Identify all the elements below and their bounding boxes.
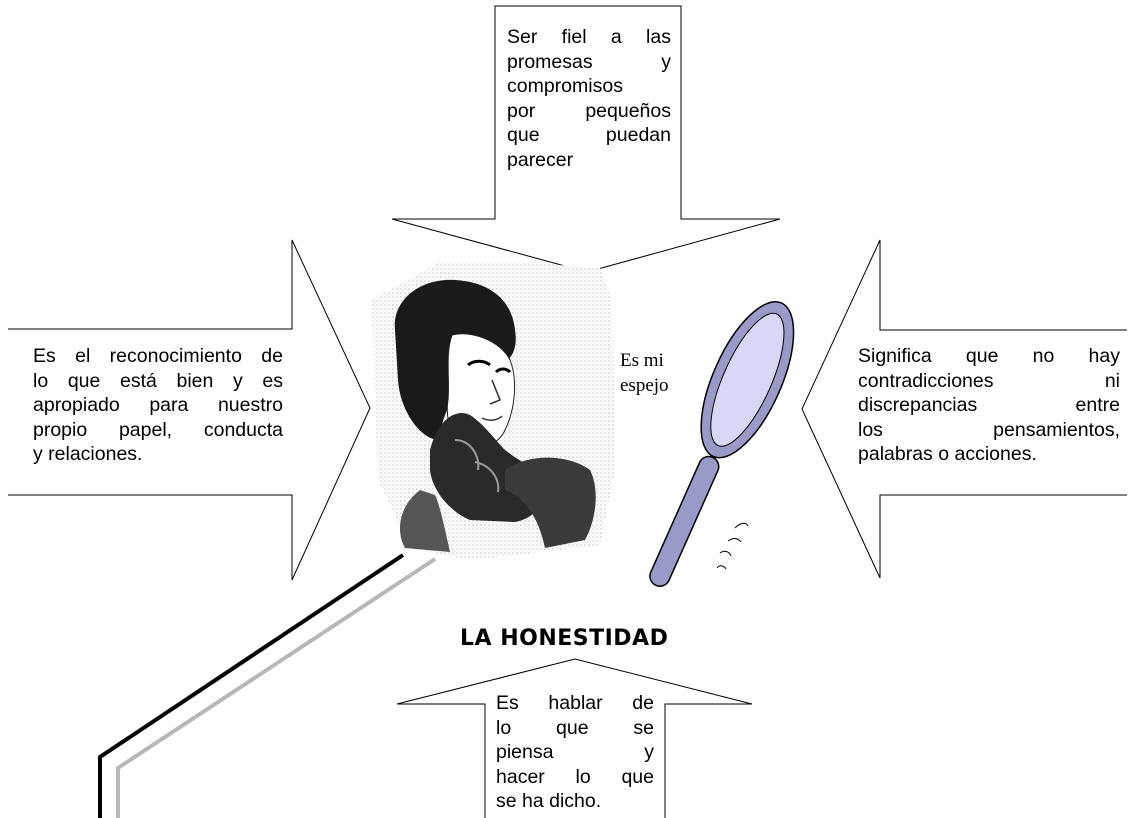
text-line: los pensamientos, — [858, 418, 1120, 441]
bottom-arrow-text: Es hablar de lo que se piensa y hacer lo… — [496, 691, 654, 814]
text-line: por pequeños — [507, 99, 671, 122]
double-line-decoration — [98, 553, 437, 818]
right-arrow-text: Significa que no hay contradicciones ni … — [858, 344, 1120, 467]
top-arrow-text: Ser fiel a las promesas y compromisos po… — [507, 25, 671, 172]
woman-thinking-illustration — [372, 262, 615, 560]
mirror-caption-line: Es mi — [620, 350, 664, 371]
text-line: se ha dicho. — [496, 790, 602, 812]
left-arrow-text: Es el reconocimiento de lo que está bien… — [33, 344, 283, 467]
text-line: contradicciones ni — [858, 369, 1120, 392]
sparkle-marks — [716, 522, 749, 570]
text-line: promesas y — [507, 50, 671, 73]
text-line: palabras o acciones. — [858, 443, 1037, 465]
mirror-caption-line: espejo — [620, 375, 669, 396]
right-arrow — [801, 239, 1127, 579]
bottom-arrow — [396, 658, 753, 818]
text-line: lo que se — [496, 716, 654, 739]
hand-mirror-illustration — [649, 301, 795, 587]
left-arrow — [8, 239, 371, 581]
text-line: Significa que no hay — [858, 345, 1120, 367]
text-line: hacer lo que — [496, 765, 654, 788]
text-line: compromisos — [507, 75, 623, 97]
text-line: que puedan — [507, 124, 671, 146]
text-line: discrepancias entre — [858, 394, 1120, 416]
text-line: piensa y — [496, 741, 654, 763]
mirror-caption: Es mi espejo — [620, 348, 669, 398]
text-line: Ser fiel a las — [507, 26, 671, 48]
text-line: apropiado para nuestro — [33, 394, 283, 416]
text-line: Es hablar de — [496, 692, 654, 714]
top-arrow — [391, 5, 781, 273]
page-title: LA HONESTIDAD — [460, 626, 669, 651]
text-line: lo que está bien y es — [33, 369, 283, 392]
text-line: propio papel, conducta — [33, 418, 283, 441]
text-line: y relaciones. — [33, 443, 143, 465]
text-line: Es el reconocimiento de — [33, 345, 283, 367]
text-line: parecer — [507, 148, 574, 171]
